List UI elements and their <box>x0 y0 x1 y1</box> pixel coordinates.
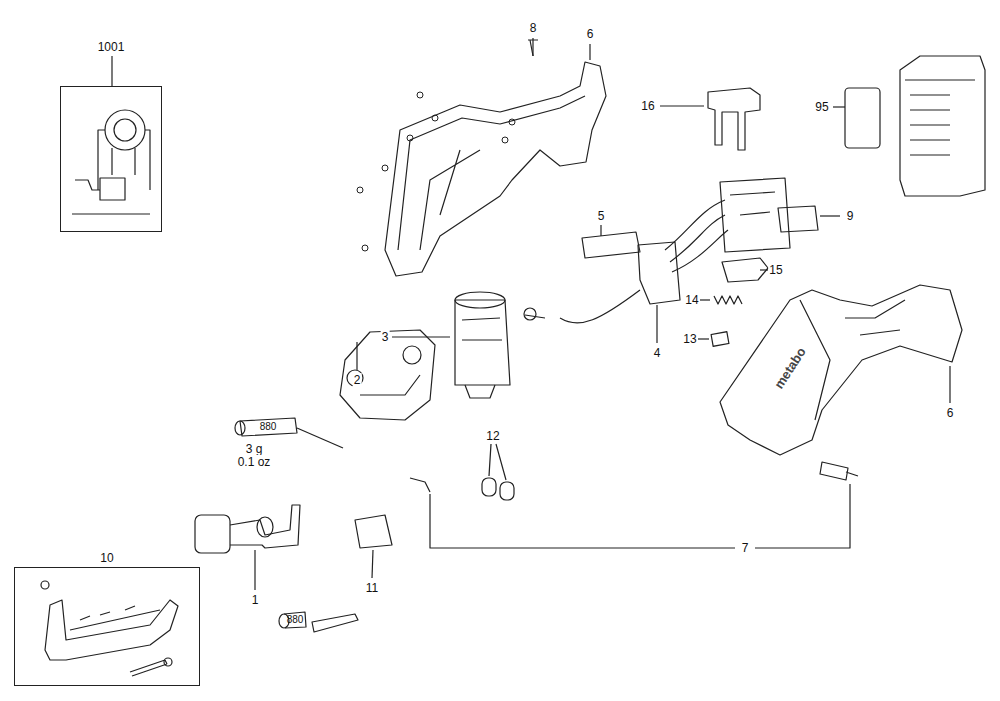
callout-number: 880 <box>259 421 278 433</box>
callout-number: 14 <box>684 293 699 307</box>
callout-number: 95 <box>814 100 829 114</box>
callout-number: 6 <box>946 406 955 420</box>
brand-text: metabo <box>771 344 810 393</box>
callout-number: 4 <box>653 346 662 360</box>
callout-number: 3 <box>381 330 390 344</box>
inset-box: 10 <box>14 567 200 686</box>
inset-box: 1001 <box>60 86 162 232</box>
callout-number: 5 <box>597 209 606 223</box>
callout-number: 13 <box>682 332 697 346</box>
callout-number: 16 <box>640 99 655 113</box>
callout-number: 3 g <box>245 442 264 456</box>
callout-number: 1 <box>251 593 260 607</box>
callout-number: 15 <box>768 263 783 277</box>
callout-number: 11 <box>365 581 379 595</box>
callout-number: 10 <box>97 551 116 565</box>
callout-number: 7 <box>741 541 750 555</box>
callout-number: 1001 <box>95 40 128 54</box>
callout-number: 12 <box>485 429 500 443</box>
callout-number: 8 <box>529 21 538 35</box>
callout-number: 9 <box>846 209 855 223</box>
callout-number: 0.1 oz <box>237 455 272 469</box>
callout-number: 880 <box>286 614 305 626</box>
callout-number: 6 <box>586 27 595 41</box>
callout-number: 2 <box>353 373 362 387</box>
